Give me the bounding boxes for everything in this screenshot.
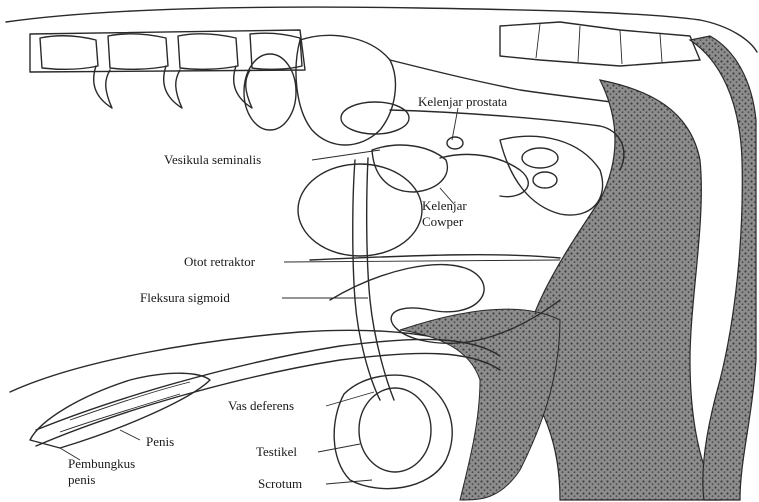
label-pembungkus-1: Pembungkus (68, 456, 135, 471)
label-kelenjar-prostata: Kelenjar prostata (418, 94, 507, 109)
label-pembungkus-2: penis (68, 472, 95, 487)
bladder (298, 164, 422, 256)
testicle-shape (359, 388, 431, 472)
vertebral-column (30, 22, 700, 108)
label-otot-retraktor: Otot retraktor (184, 254, 256, 269)
body-outline (6, 7, 757, 52)
label-testikel: Testikel (256, 444, 297, 459)
hindquarter-shading (520, 80, 720, 500)
tail (690, 36, 756, 500)
label-kelenjar-cowper-1: Kelenjar (422, 198, 467, 213)
label-vesikula-seminalis: Vesikula seminalis (164, 152, 261, 167)
label-vas-deferens: Vas deferens (228, 398, 294, 413)
accessory-glands (372, 136, 603, 215)
label-penis: Penis (146, 434, 174, 449)
label-scrotum: Scrotum (258, 476, 302, 491)
label-fleksura-sigmoid: Fleksura sigmoid (140, 290, 230, 305)
label-kelenjar-cowper-2: Cowper (422, 214, 464, 229)
penis-body (30, 339, 500, 448)
belly-skin (10, 330, 470, 392)
spermatic-cord-2 (367, 158, 394, 400)
